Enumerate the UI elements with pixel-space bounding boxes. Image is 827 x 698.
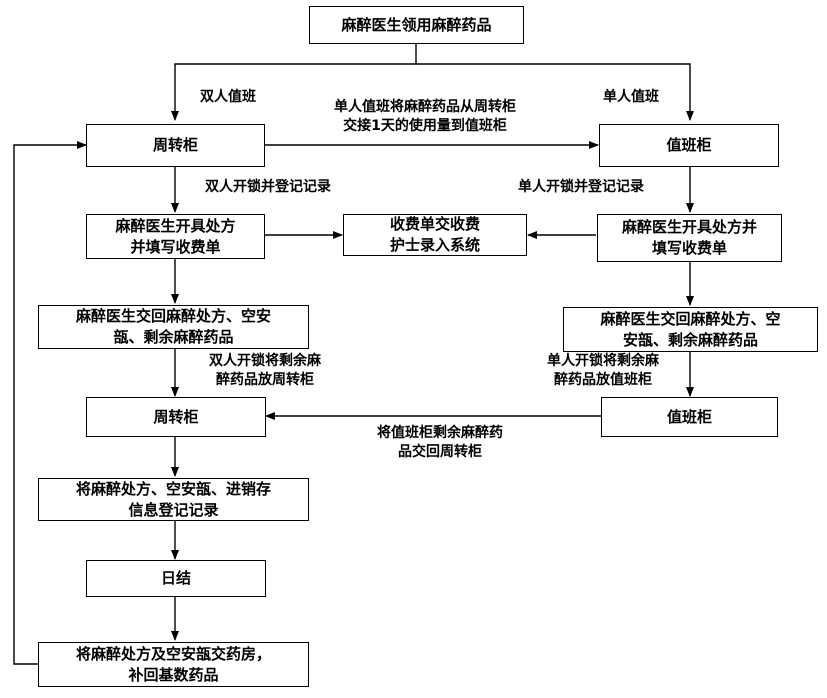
node-return-left: 麻醉医生交回麻醉处方、空安瓿、剩余麻醉药品 [38,305,309,349]
node-billing-line2: 护士录入系统 [389,236,480,254]
node-billing: 收费单交收费护士录入系统 [343,214,527,256]
node-register: 将麻醉处方、空安瓿、进销存信息登记记录 [38,478,309,521]
node-prescribe-left-line2: 并填写收费单 [130,237,221,256]
label-double-store-line2: 醉药品放周转柜 [216,372,314,388]
label-single-shift: 单人值班 [603,89,659,105]
node-pharmacy-line1: 将麻醉处方及空安瓿交药房， [75,644,271,663]
label-return-cabinet-line2: 品交回周转柜 [398,444,482,460]
label-single-store-line1: 单人开锁将剩余麻 [547,353,659,369]
node-prescribe-right: 麻醉医生开具处方并填写收费单 [597,214,782,262]
label-return-cabinet-line1: 将值班柜剩余麻醉药 [377,425,503,441]
edge-loop-back [13,141,87,665]
node-prescribe-right-line1: 麻醉医生开具处方并 [621,218,757,236]
node-daily-close: 日结 [86,560,266,597]
node-cabinet-top-left: 周转柜 [86,124,265,167]
node-return-right-line1: 麻醉医生交回麻醉处方、空 [600,309,781,328]
node-billing-line1: 收费单交收费 [389,215,480,233]
label-double-store: 双人开锁将剩余麻 醉药品放周转柜 [190,352,340,390]
node-return-left-line1: 麻醉医生交回麻醉处方、空安 [75,307,271,325]
node-return-right: 麻醉医生交回麻醉处方、空安瓿、剩余麻醉药品 [563,307,818,352]
node-start: 麻醉医生领用麻醉药品 [309,6,524,44]
label-single-store-line2: 醉药品放值班柜 [554,372,652,388]
node-pharmacy-line2: 补回基数药品 [128,665,219,684]
node-cabinet-mid-left: 周转柜 [86,397,266,437]
label-single-unlock: 单人开锁并登记记录 [518,179,644,195]
label-transfer-line1: 单人值班将麻醉药品从周转柜 [334,99,516,115]
node-pharmacy: 将麻醉处方及空安瓿交药房， 补回基数药品 [38,642,309,687]
label-return-cabinet: 将值班柜剩余麻醉药 品交回周转柜 [350,424,530,462]
node-prescribe-left-line1: 麻醉医生开具处方 [115,216,236,235]
label-single-store: 单人开锁将剩余麻 醉药品放值班柜 [528,352,678,390]
label-double-unlock: 双人开锁并登记记录 [205,179,331,195]
label-transfer: 单人值班将麻醉药品从周转柜 交接1天的使用量到值班柜 [300,98,550,136]
label-double-store-line1: 双人开锁将剩余麻 [209,353,321,369]
node-register-line1: 将麻醉处方、空安瓿、进销存 [75,479,271,498]
node-return-left-line2: 瓿、剩余麻醉药品 [113,328,234,346]
label-transfer-line2: 交接1天的使用量到值班柜 [343,118,507,134]
node-cabinet-mid-right: 值班柜 [601,397,778,437]
node-return-right-line2: 安瓿、剩余麻醉药品 [622,330,758,349]
edge-start-right [416,63,694,121]
node-cabinet-top-right: 值班柜 [599,124,779,167]
edge-start-split [171,44,417,121]
node-prescribe-right-line2: 填写收费单 [651,239,727,257]
node-prescribe-left: 麻醉医生开具处方并填写收费单 [86,214,265,259]
node-register-line2: 信息登记记录 [128,500,219,519]
label-double-shift: 双人值班 [200,89,256,105]
